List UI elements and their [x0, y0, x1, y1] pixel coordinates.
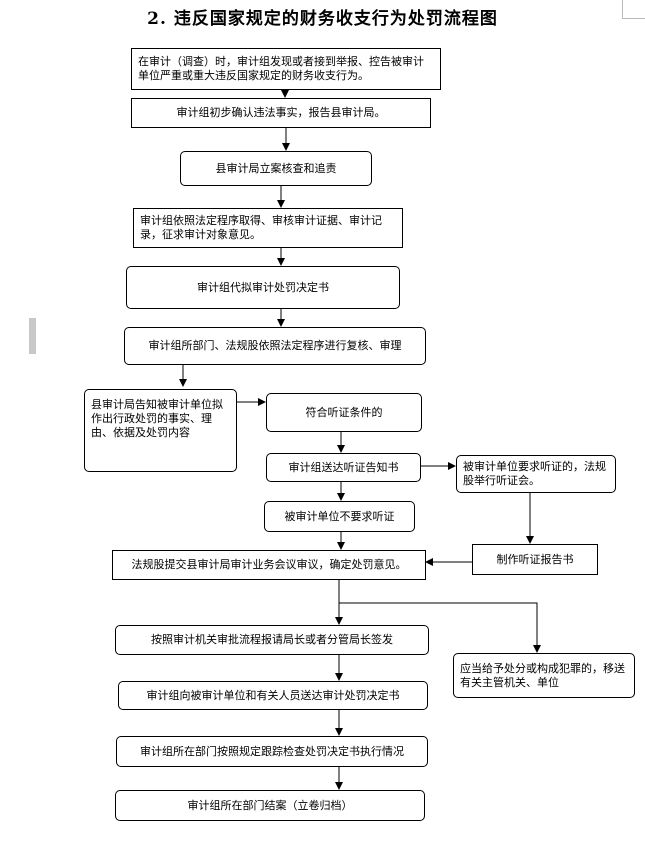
- step-hearing-requested: 被审计单位要求听证的，法规股举行听证会。: [456, 455, 616, 493]
- step-hearing-not-requested: 被审计单位不要求听证: [264, 501, 415, 532]
- step-draft-decision: 审计组代拟审计处罚决定书: [126, 266, 400, 309]
- step-approval: 按照审计机关审批流程报请局长或者分管局长签发: [115, 625, 429, 655]
- step-file-case: 县审计局立案核查和追责: [180, 151, 372, 186]
- step-hearing-report: 制作听证报告书: [472, 544, 598, 575]
- step-discover: 在审计（调查）时，审计组发现或者接到举报、控告被审计单位严重或重大违反国家规定的…: [131, 48, 441, 90]
- step-council-review: 法规股提交县审计局审计业务会议审议，确定处罚意见。: [112, 550, 426, 580]
- arrow-s12-s15: [338, 580, 541, 653]
- corner-frame: [622, 0, 645, 19]
- step-hearing-notice: 审计组送达听证告知书: [266, 453, 421, 482]
- step-transfer-authorities: 应当给予处分或构成犯罪的，移送有关主管机关、单位: [453, 653, 635, 698]
- step-hearing-eligible: 符合听证条件的: [266, 393, 422, 432]
- step-confirm-report: 审计组初步确认违法事实，报告县审计局。: [131, 98, 431, 128]
- step-collect-evidence: 审计组依照法定程序取得、审核审计证据、审计记录，征求审计对象意见。: [133, 208, 403, 248]
- step-review: 审计组所部门、法规股依照法定程序进行复核、审理: [124, 327, 426, 365]
- page-title: 2. 违反国家规定的财务收支行为处罚流程图: [147, 9, 498, 29]
- side-marker: [29, 318, 36, 354]
- step-track-execution: 审计组所在部门按照规定跟踪检查处罚决定书执行情况: [116, 736, 428, 767]
- step-close-case: 审计组所在部门结案（立卷归档）: [115, 790, 425, 821]
- step-notify-facts: 县审计局告知被审计单位拟作出行政处罚的事实、理由、依据及处罚内容: [84, 389, 237, 472]
- step-deliver-decision: 审计组向被审计单位和有关人员送达审计处罚决定书: [118, 681, 428, 710]
